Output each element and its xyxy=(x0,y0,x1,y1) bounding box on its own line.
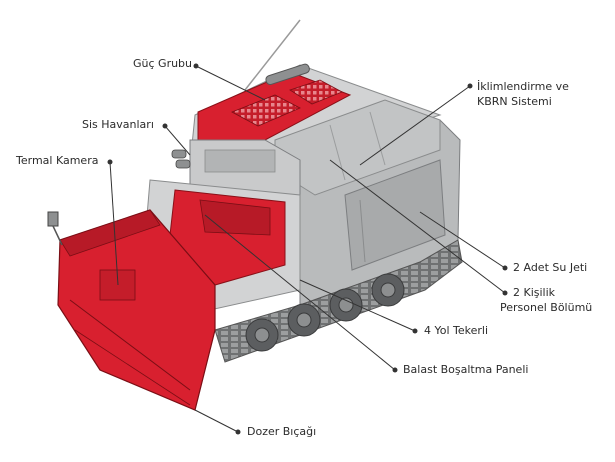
label-personnel-line1: 2 Kişilik xyxy=(513,286,556,299)
label-dozer-blade: Dozer Bıçağı xyxy=(247,425,317,438)
leader-lines xyxy=(109,65,506,433)
road-wheels xyxy=(245,273,405,352)
label-ac-cbrn-line2: KBRN Sistemi xyxy=(477,95,552,108)
engine-grille-b xyxy=(289,79,343,105)
smoke-launchers xyxy=(171,149,191,169)
antenna xyxy=(244,19,301,91)
label-thermal-camera: Termal Kamera xyxy=(16,154,99,167)
personnel-box xyxy=(344,159,446,271)
dozer-blade-top xyxy=(59,209,161,257)
label-personnel-line2: Personel Bölümü xyxy=(500,301,593,314)
dozer-blade xyxy=(57,209,216,411)
label-water-jets: 2 Adet Su Jeti xyxy=(513,261,588,274)
label-ballast-panel: Balast Boşaltma Paneli xyxy=(403,363,529,376)
engine-grille-a xyxy=(231,94,301,127)
exhaust xyxy=(265,63,310,86)
leader-dots xyxy=(107,63,508,435)
label-ac-cbrn-line1: İklimlendirme ve xyxy=(477,80,569,93)
ballast-panel-insert xyxy=(199,199,271,236)
thermal-camera xyxy=(47,211,59,227)
label-power-group: Güç Grubu xyxy=(133,57,193,70)
label-smoke-launchers: Sis Havanları xyxy=(82,118,154,131)
label-road-wheels: 4 Yol Tekerli xyxy=(424,324,489,337)
